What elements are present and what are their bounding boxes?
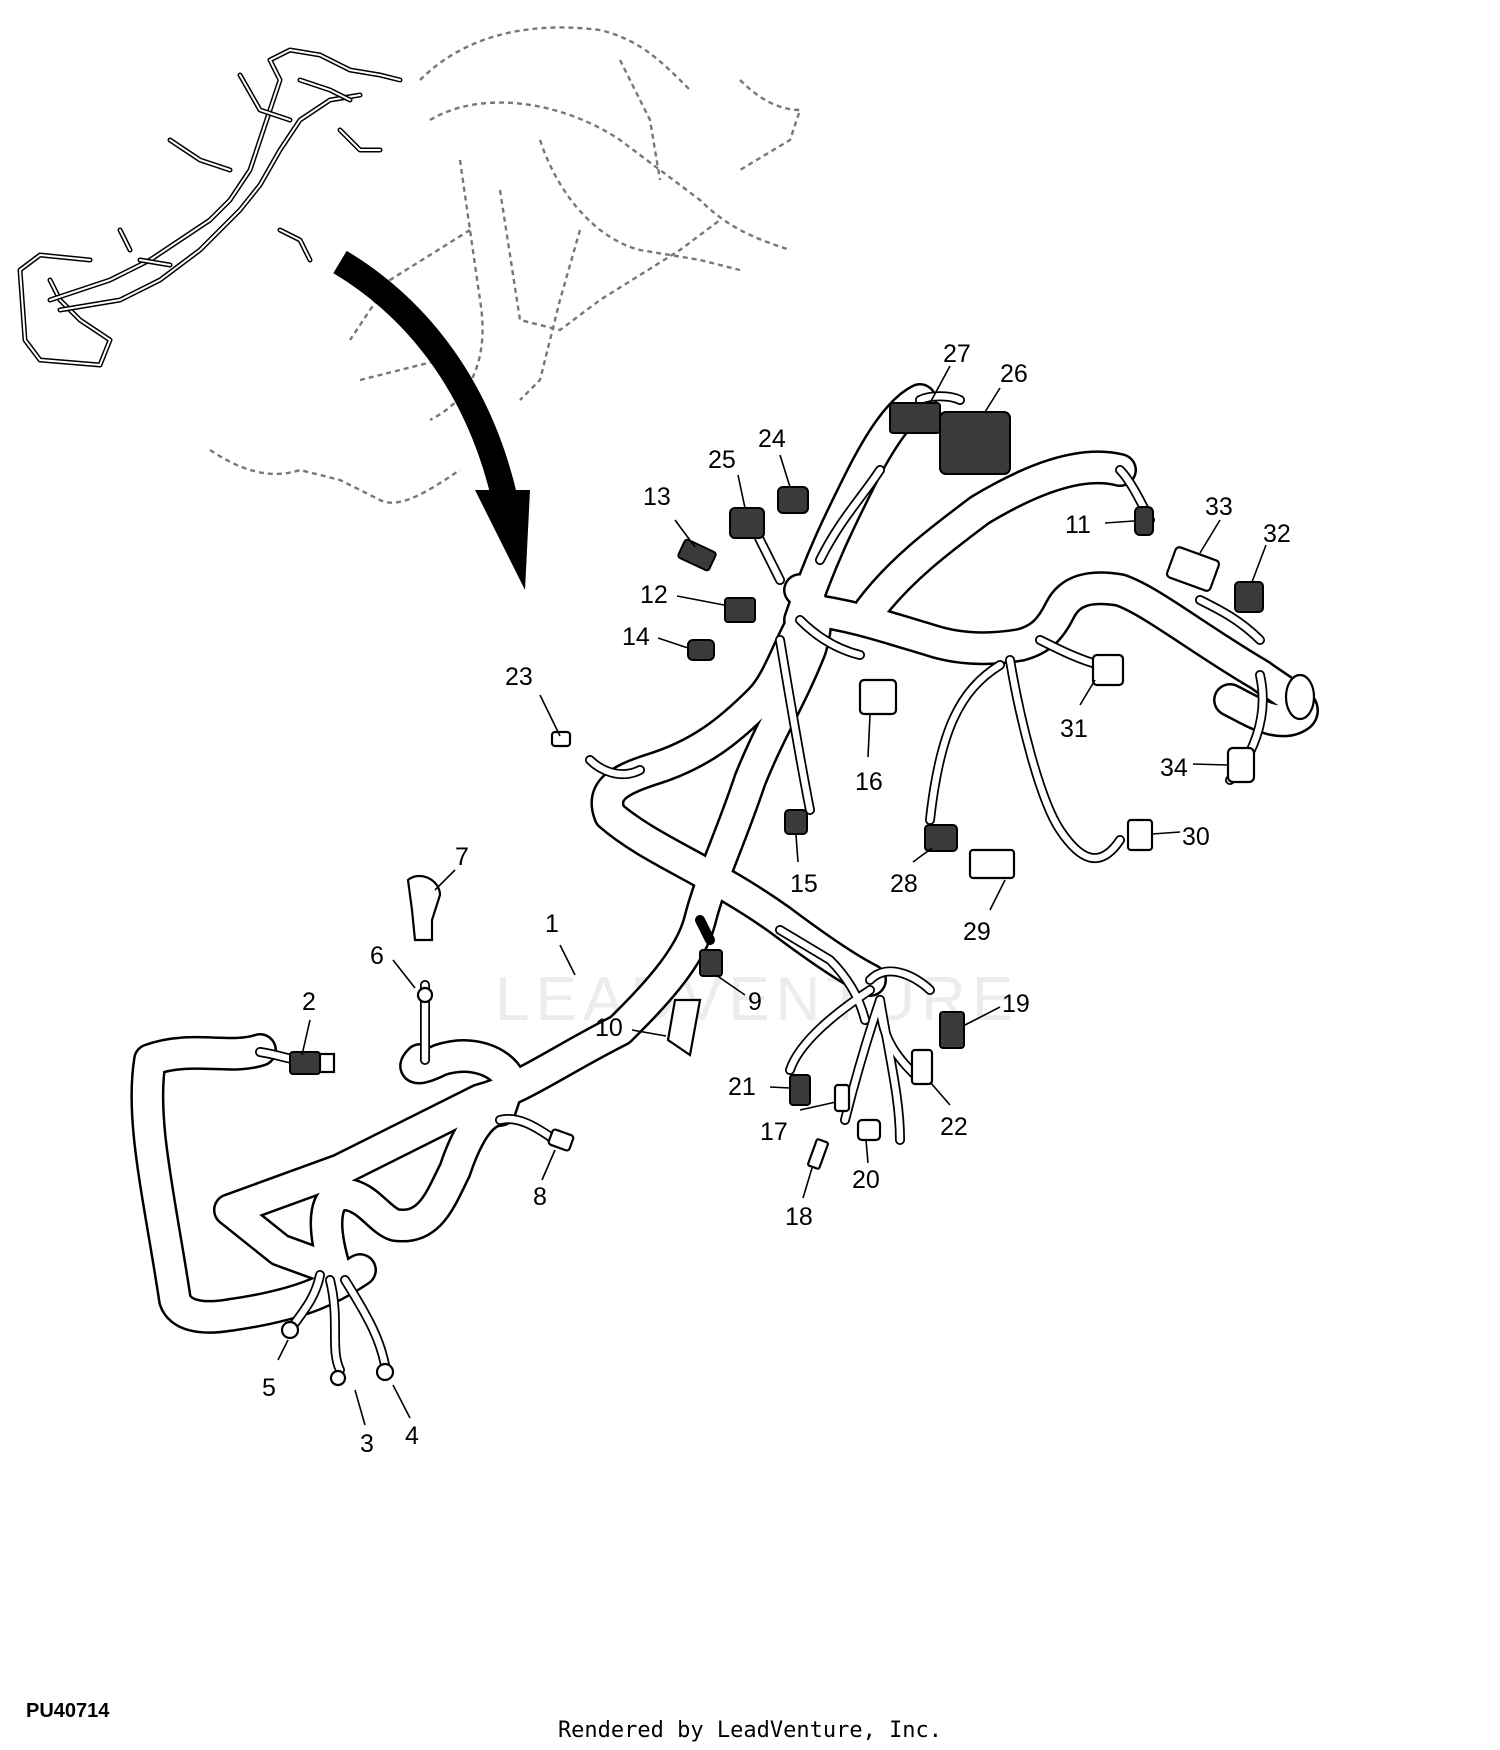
connector-2-mate — [318, 1052, 336, 1074]
ring-terminal-4 — [375, 1362, 395, 1382]
connector-27 — [889, 402, 941, 434]
connector-21 — [789, 1074, 811, 1106]
connectors — [280, 402, 1264, 1387]
callout-18: 18 — [785, 1203, 813, 1231]
connector-11 — [1134, 506, 1154, 536]
callout-15: 15 — [790, 870, 818, 898]
module-26 — [939, 411, 1011, 475]
callout-31: 31 — [1060, 715, 1088, 743]
boot-cover-7 — [406, 874, 442, 942]
callout-26: 26 — [1000, 360, 1028, 388]
callout-29: 29 — [963, 918, 991, 946]
connector-23 — [550, 730, 572, 748]
connector-28 — [924, 824, 958, 852]
connector-32 — [1234, 581, 1264, 613]
connector-16 — [858, 678, 898, 716]
ring-terminal-5 — [280, 1320, 300, 1340]
connector-30 — [1126, 818, 1154, 852]
connector-31 — [1091, 653, 1125, 687]
callout-17: 17 — [760, 1118, 788, 1146]
callout-23: 23 — [505, 663, 533, 691]
location-arrow — [333, 250, 530, 590]
callout-14: 14 — [622, 623, 650, 651]
callout-21: 21 — [728, 1073, 756, 1101]
callout-8: 8 — [533, 1183, 547, 1211]
callout-6: 6 — [370, 942, 384, 970]
connector-24 — [777, 486, 809, 514]
callout-5: 5 — [262, 1374, 276, 1402]
callout-22: 22 — [940, 1113, 968, 1141]
connector-12 — [724, 597, 756, 623]
callout-2: 2 — [302, 988, 316, 1016]
figure-id: PU40714 — [26, 1700, 110, 1722]
main-harness — [130, 383, 1319, 1334]
callout-19: 19 — [1002, 990, 1030, 1018]
harness-end-cap — [1284, 673, 1316, 721]
callout-30: 30 — [1182, 823, 1210, 851]
connector-13 — [677, 538, 717, 572]
watermark-text: LEADVENTURE — [495, 965, 1019, 1034]
callout-13: 13 — [643, 483, 671, 511]
connector-9 — [699, 949, 723, 977]
callout-11: 11 — [1065, 511, 1091, 539]
connector-20 — [856, 1118, 882, 1142]
harness-location-inset — [17, 47, 403, 368]
ring-terminal-6 — [416, 986, 434, 1004]
terminal-18 — [807, 1138, 829, 1170]
connector-19 — [939, 1011, 965, 1049]
callout-33: 33 — [1205, 493, 1233, 521]
connector-8 — [547, 1128, 575, 1152]
ring-terminal-3 — [329, 1369, 347, 1387]
connector-25 — [729, 507, 765, 539]
vehicle-ghost-outline — [209, 26, 802, 504]
callout-labels: 1 2 3 4 5 6 7 8 9 10 11 12 13 14 15 16 1… — [262, 340, 1291, 1458]
connector-17 — [833, 1083, 851, 1113]
leader-lines — [277, 365, 1267, 1426]
callout-3: 3 — [360, 1430, 374, 1458]
callout-1: 1 — [545, 910, 559, 938]
sensor-10 — [666, 998, 702, 1057]
connector-34 — [1226, 746, 1256, 784]
switch-15 — [784, 809, 808, 835]
callout-32: 32 — [1263, 520, 1291, 548]
callout-4: 4 — [405, 1422, 419, 1450]
connector-33 — [1165, 546, 1221, 592]
callout-28: 28 — [890, 870, 918, 898]
callout-25: 25 — [708, 446, 736, 474]
connector-22 — [910, 1048, 934, 1086]
callout-34: 34 — [1160, 754, 1188, 782]
callout-20: 20 — [852, 1166, 880, 1194]
callout-10: 10 — [595, 1014, 623, 1042]
callout-7: 7 — [455, 843, 469, 871]
callout-9: 9 — [748, 988, 762, 1016]
callout-27: 27 — [943, 340, 971, 368]
callout-24: 24 — [758, 425, 786, 453]
render-credit: Rendered by LeadVenture, Inc. — [557, 1718, 943, 1743]
connector-2 — [289, 1051, 321, 1075]
connector-14 — [687, 639, 715, 661]
connector-29 — [968, 848, 1016, 880]
callout-16: 16 — [855, 768, 883, 796]
callout-12: 12 — [640, 581, 668, 609]
